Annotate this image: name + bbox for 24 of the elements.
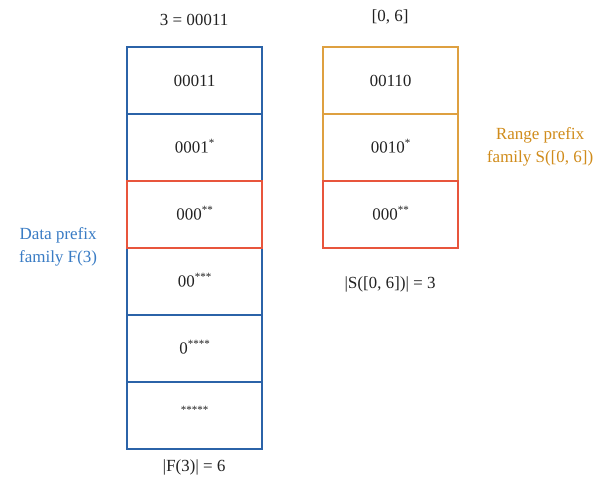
family-label: Range prefix family S([0, 6]) [486,123,594,168]
prefix-box [126,46,263,115]
prefix-box [322,113,459,182]
prefix-text: 00011 [174,70,216,90]
prefix-box [322,180,459,249]
set-size-label: |F(3)| = 6 [162,456,226,476]
prefix-box [126,314,263,383]
prefix-box [322,46,459,115]
prefix-text: 00110 [370,70,412,90]
prefix-text: 00$^{***}$ [178,271,212,292]
prefix-box [126,113,263,182]
prefix-text: 000$^{**}$ [372,204,409,225]
prefix-text: 0010$^{*}$ [370,137,410,158]
family-label: Data prefix family F(3) [18,223,98,268]
prefix-box [126,247,263,316]
range-heading: [0, 6] [372,6,408,26]
set-size-label: |S([0, 6])| = 3 [344,273,436,293]
prefix-text: 0$^{****}$ [179,338,210,359]
prefix-box [126,381,263,450]
prefix-text: ***** [180,404,208,416]
value-heading: 3 = 00011 [160,10,228,30]
prefix-text: 0001$^{*}$ [174,137,214,158]
prefix-text: 000$^{**}$ [176,204,213,225]
prefix-box [126,180,263,249]
